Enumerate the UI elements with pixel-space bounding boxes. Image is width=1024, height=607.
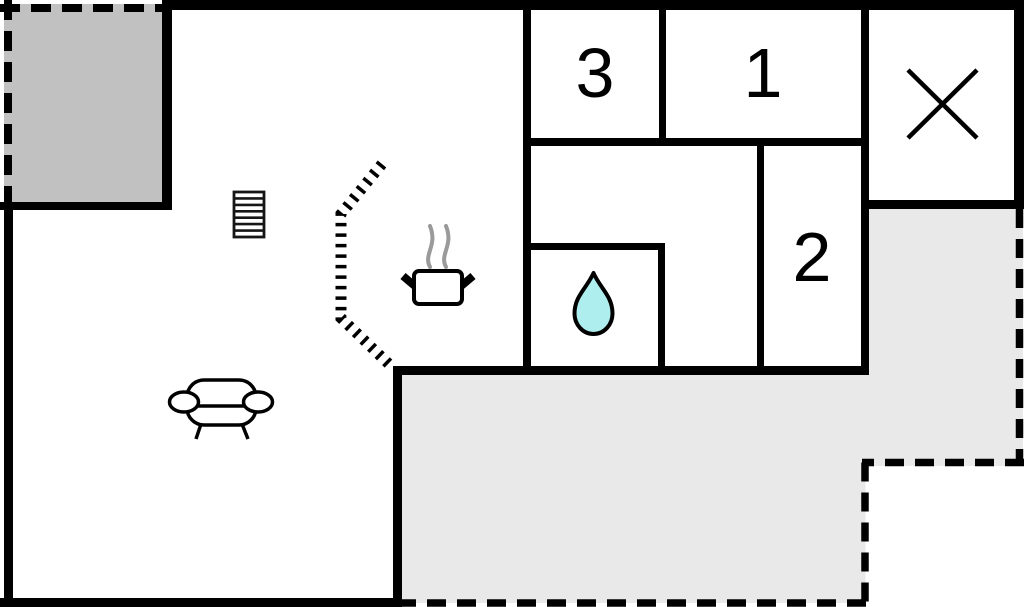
- wall-rooms-south: [523, 138, 869, 146]
- wall-between-3-and-1: [659, 0, 666, 146]
- wall-storage-south: [861, 200, 1024, 209]
- steam-line-left: [426, 224, 435, 269]
- wall-terrace-west: [393, 366, 402, 607]
- room-label-1: 1: [744, 34, 783, 112]
- steam-line-right: [442, 224, 451, 269]
- wall-north: [162, 0, 1024, 10]
- terrace-bottom-right: [400, 209, 1024, 607]
- sofa-icon: [167, 378, 275, 440]
- water-drop-icon: [572, 271, 615, 336]
- wall-rooms-west: [523, 0, 531, 374]
- terrace-top-left: [0, 0, 162, 202]
- room-label-2: 2: [793, 218, 832, 296]
- interior-walls: [523, 0, 869, 374]
- wall-south-mid: [393, 366, 869, 375]
- sofa-armrest-left: [167, 390, 201, 414]
- terrace-bottom-right-floor: [402, 209, 1023, 603]
- wall-bathroom-east: [658, 243, 665, 374]
- radiator-icon: [232, 190, 266, 239]
- terrace-top-left-floor: [4, 4, 162, 202]
- sofa-leg-right: [240, 423, 250, 440]
- wall-terrace-tl-south: [0, 202, 172, 210]
- cooking-pot-icon: [400, 224, 476, 306]
- pot-body: [412, 269, 464, 306]
- wall-bedroom2-west: [757, 138, 764, 374]
- wall-bathroom-north: [523, 243, 665, 250]
- kitchen-boundary-dotted-line: [335, 160, 397, 372]
- wall-terrace-tl-east: [162, 0, 172, 210]
- wall-west: [4, 202, 13, 607]
- wall-east-mid: [861, 0, 869, 375]
- wall-east: [1014, 0, 1024, 209]
- sofa-armrest-right: [241, 390, 275, 414]
- wall-south: [0, 598, 402, 607]
- x-cross-icon: [906, 68, 979, 140]
- room-label-3: 3: [576, 34, 615, 112]
- sofa-leg-left: [194, 423, 203, 440]
